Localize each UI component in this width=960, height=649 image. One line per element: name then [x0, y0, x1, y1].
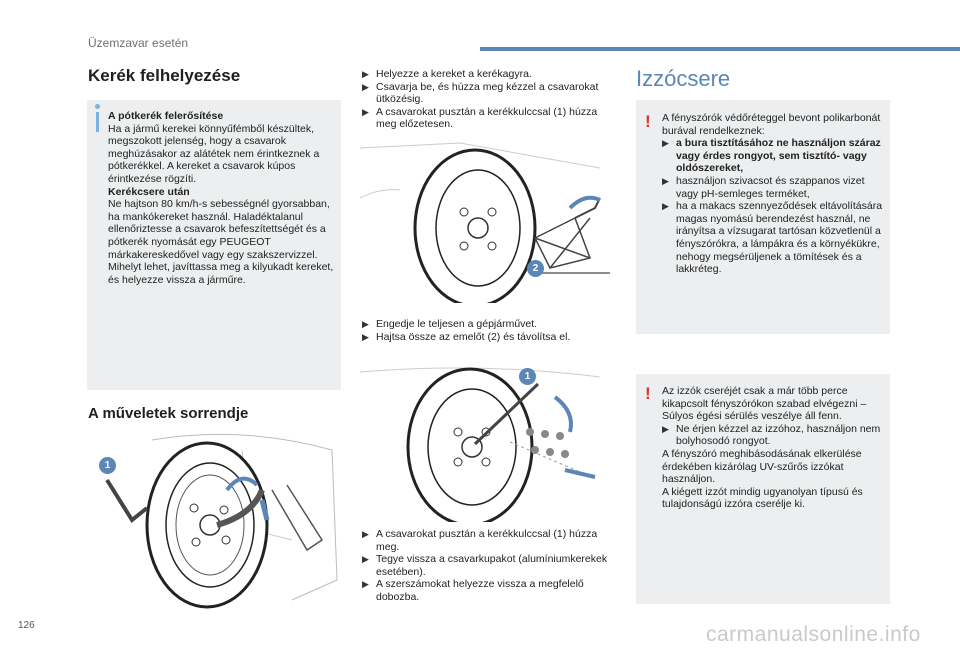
list-item: ▶használjon szivacsot és szappanos vizet… — [662, 174, 865, 200]
list-item: ▶A csavarokat pusztán a kerékkulccsal (1… — [362, 105, 598, 131]
info-title-2: Kerékcsere után — [108, 185, 190, 198]
page-title: Kerék felhelyezése — [88, 66, 241, 85]
info-text-3: Mihelyt lehet, javíttassa meg a kilyukad… — [108, 261, 334, 286]
wheel-wrench-illustration — [105, 433, 338, 609]
watermark: carmanualsonline.info — [706, 623, 921, 646]
warning-box-1-text: A fényszórók védőréteggel bevont polikar… — [662, 112, 886, 276]
info-text-1: Ha a jármű kerekei könnyűfémből készülte… — [108, 122, 320, 185]
warning-box-2 — [636, 374, 890, 604]
warning-box-2-text: Az izzók cseréjét csak a már több perce … — [662, 385, 886, 511]
info-icon-dot — [95, 104, 100, 109]
step-badge-1: 1 — [99, 457, 116, 474]
list-item: ▶Csavarja be, és húzza meg kézzel a csav… — [362, 80, 599, 106]
list-item: ▶a bura tisztításához ne használjon szár… — [662, 137, 881, 175]
warning-icon: ! — [645, 112, 651, 131]
list-item: ▶Engedje le teljesen a gépjárművet. — [362, 318, 538, 330]
header-accent-bar — [480, 47, 960, 51]
list-item: ▶A szerszámokat helyezze vissza a megfel… — [362, 578, 584, 603]
info-box-text: A pótkerék felerősítése Ha a jármű kerek… — [108, 110, 336, 286]
warning-box-1 — [636, 100, 890, 334]
steps-top-list: ▶Helyezze a kereket a kerékagyra. ▶Csava… — [362, 68, 612, 131]
warning-text-3: A kiégett izzót mindig ugyanolyan típusú… — [662, 485, 863, 511]
step-badge-2: 2 — [527, 260, 544, 277]
warning-intro: A fényszórók védőréteggel bevont polikar… — [662, 112, 881, 137]
step-badge-1b: 1 — [519, 368, 536, 385]
jack-wheel-illustration — [360, 142, 610, 303]
steps-mid-list: ▶Engedje le teljesen a gépjárművet. ▶Haj… — [362, 318, 612, 343]
bulb-section-title: Izzócsere — [636, 66, 731, 91]
list-item: ▶Tegye vissza a csavarkupakot (alumínium… — [362, 553, 608, 578]
list-item: ▶Hajtsa össze az emelőt (2) és távolítsa… — [362, 330, 571, 343]
warning-text-1: Az izzók cseréjét csak a már több perce … — [662, 385, 867, 423]
info-text-2: Ne hajtson 80 km/h-s sebességnél gyorsab… — [108, 198, 330, 261]
warning-icon: ! — [645, 384, 651, 403]
list-item: ▶Ne érjen kézzel az izzóhoz, használjon … — [662, 422, 881, 448]
section-header: Üzemzavar esetén — [88, 36, 189, 50]
warning-text-2: A fényszóró meghibásodásának elkerülése … — [662, 447, 862, 486]
info-icon — [96, 112, 99, 132]
info-box — [87, 100, 341, 390]
list-item: ▶A csavarokat pusztán a kerékkulccsal (1… — [362, 528, 598, 553]
page-number: 126 — [18, 620, 35, 631]
steps-title: A műveletek sorrendje — [88, 405, 249, 422]
steps-bottom-list: ▶A csavarokat pusztán a kerékkulccsal (1… — [362, 528, 612, 604]
list-item: ▶ha a makacs szennyeződések eltávolításá… — [662, 200, 883, 276]
info-title-1: A pótkerék felerősítése — [108, 110, 224, 122]
wheel-bolts-illustration — [360, 367, 601, 522]
list-item: ▶Helyezze a kereket a kerékagyra. — [362, 68, 532, 80]
